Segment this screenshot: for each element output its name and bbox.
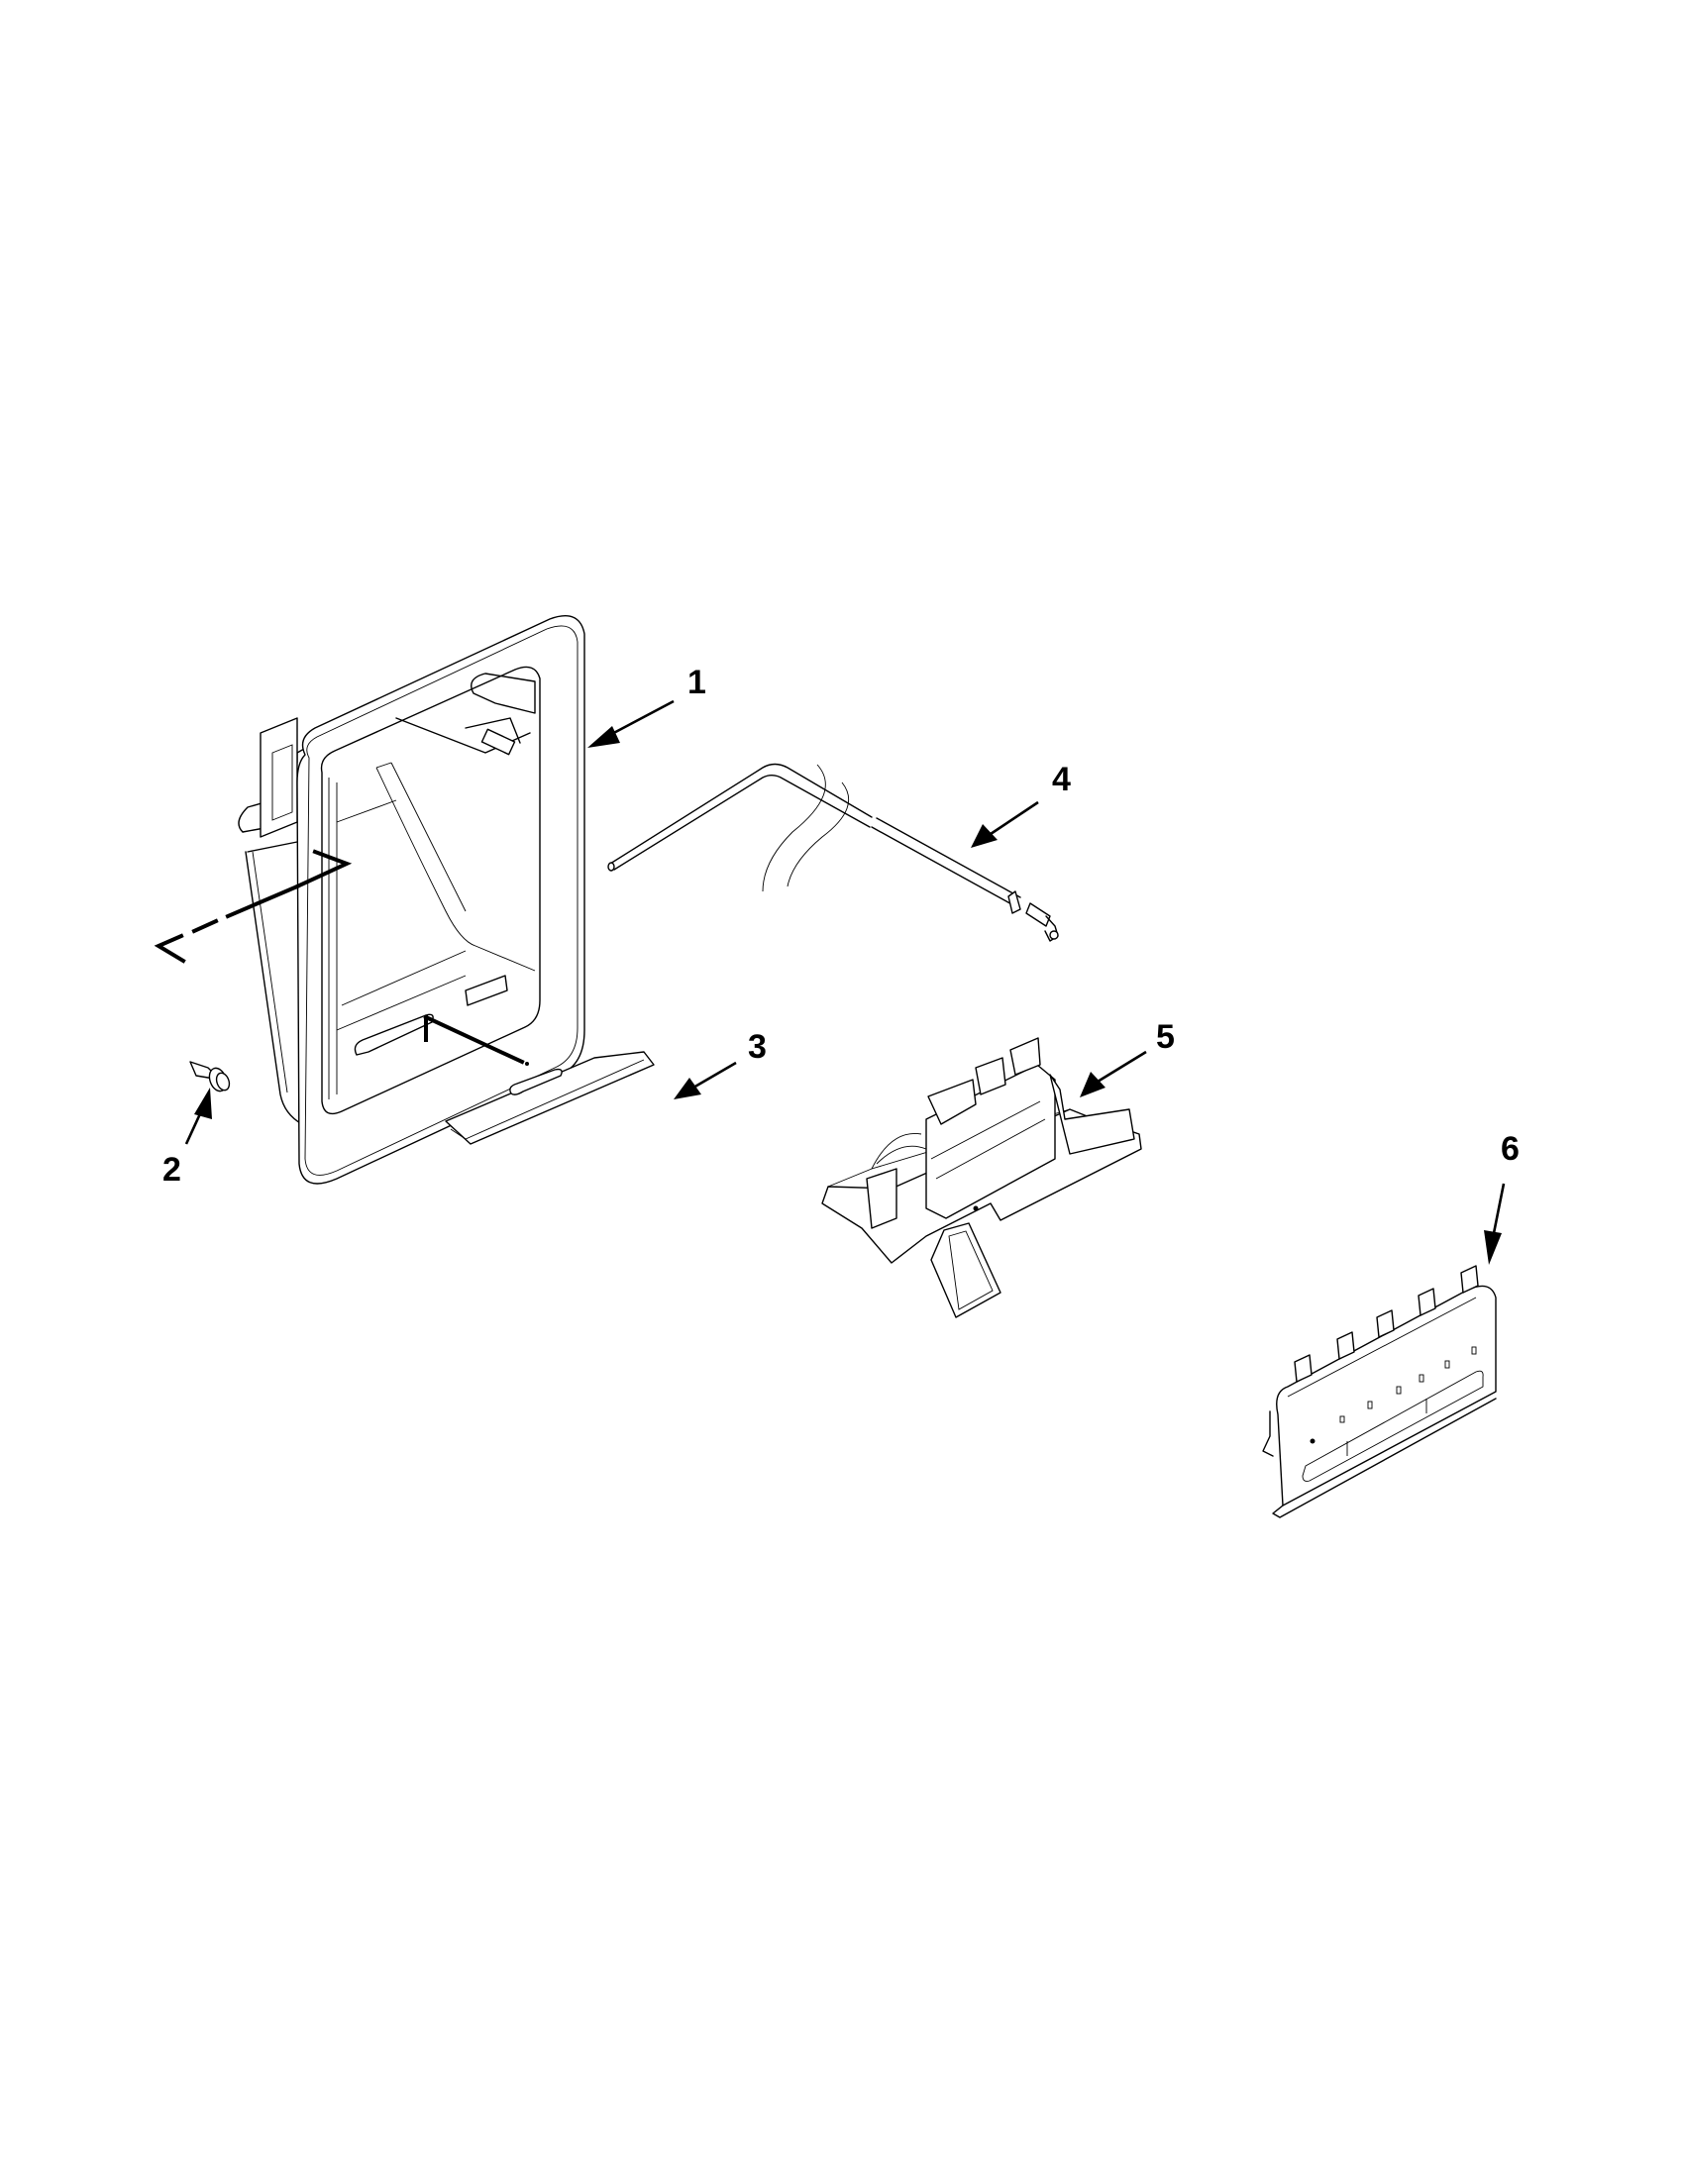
callout-label-1: 1: [687, 664, 706, 701]
callout-label-4: 4: [1052, 761, 1071, 798]
part-6-control-panel: [1262, 1265, 1497, 1518]
leader-arrow-1: [587, 699, 675, 748]
part-1-dispenser-housing: [238, 615, 585, 1185]
callout-label-6: 6: [1501, 1130, 1520, 1168]
callout-label-5: 5: [1156, 1018, 1175, 1056]
callout-label-3: 3: [748, 1028, 767, 1066]
part-3-drip-tray: [445, 1051, 655, 1145]
callout-label-2: 2: [162, 1151, 181, 1189]
assembly-line-screw: [154, 849, 353, 964]
part-2-screw: [189, 1061, 231, 1092]
leader-arrow-2: [184, 1088, 212, 1145]
leader-arrow-5: [1080, 1050, 1147, 1097]
assembly-line-drip-tray: [423, 1014, 525, 1065]
part-4-water-tube: [607, 763, 1059, 942]
leader-arrow-4: [971, 800, 1039, 848]
leader-arrow-6: [1484, 1183, 1506, 1265]
leader-arrow-3: [674, 1061, 737, 1099]
part-5-actuator-assembly: [821, 1037, 1142, 1318]
